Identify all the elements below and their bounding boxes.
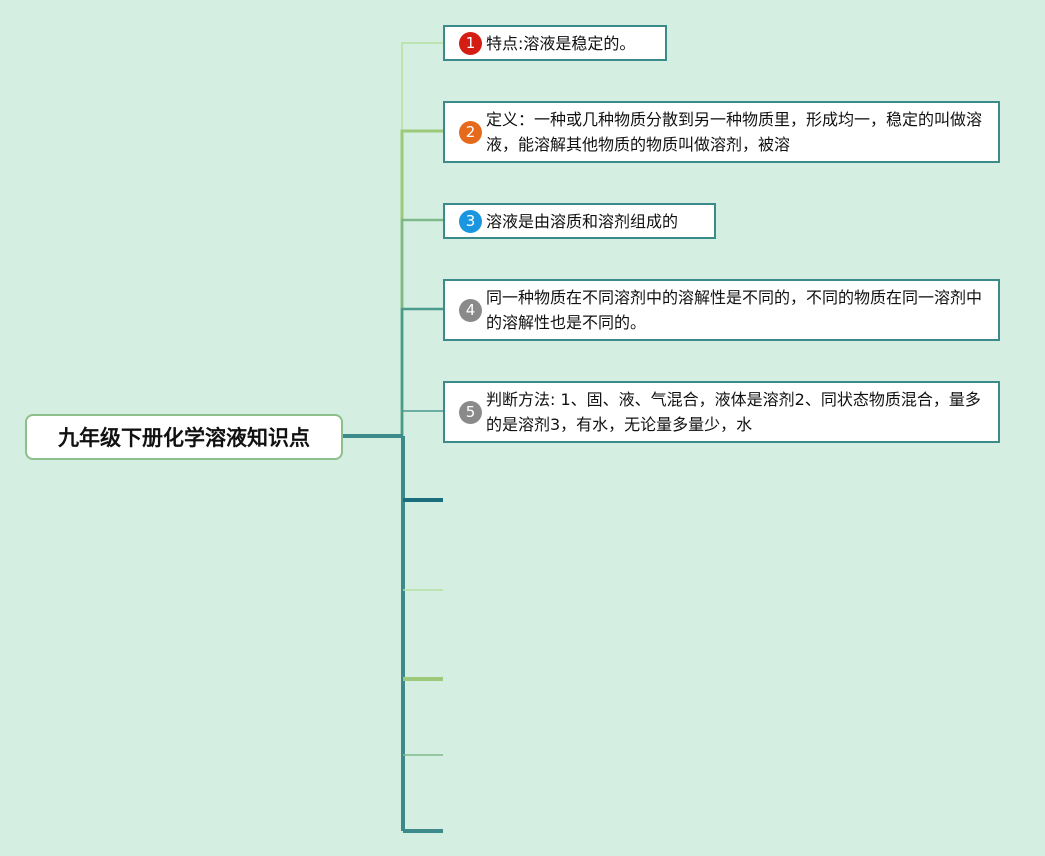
root-topic-label: 九年级下册化学溶液知识点 xyxy=(58,426,310,450)
topic-node-5[interactable]: 5 判断方法: 1、固、液、气混合，液体是溶剂2、同状态物质混合，量多的是溶剂3… xyxy=(443,381,1000,443)
topic-node-text: 特点:溶液是稳定的。 xyxy=(486,33,636,53)
topic-node-2[interactable]: 2 定义：一种或几种物质分散到另一种物质里，形成均一，稳定的叫做溶液，能溶解其他… xyxy=(443,101,1000,163)
topic-node-text: 溶液是由溶质和溶剂组成的 xyxy=(486,211,679,231)
topic-node-text: 判断方法: 1、固、液、气混合，液体是溶剂2、同状态物质混合，量多的是溶剂3，有… xyxy=(486,390,981,434)
number-badge-icon: 4 xyxy=(459,298,482,322)
topic-node-text: 定义：一种或几种物质分散到另一种物质里，形成均一，稳定的叫做溶液，能溶解其他物质… xyxy=(486,110,983,154)
connector-node-1 xyxy=(401,42,443,436)
connector-node-2 xyxy=(400,129,443,436)
topic-node-1[interactable]: 1 特点:溶液是稳定的。 xyxy=(443,25,667,61)
connector-node-5 xyxy=(401,410,443,436)
topic-node-3[interactable]: 3 溶液是由溶质和溶剂组成的 xyxy=(443,203,716,239)
number-badge-icon: 3 xyxy=(459,209,482,233)
topic-node-4[interactable]: 4 同一种物质在不同溶剂中的溶解性是不同的，不同的物质在同一溶剂中的溶解性也是不… xyxy=(443,279,1000,341)
number-badge-icon: 2 xyxy=(459,120,482,144)
topic-node-text: 同一种物质在不同溶剂中的溶解性是不同的，不同的物质在同一溶剂中的溶解性也是不同的… xyxy=(486,288,983,332)
connector-node-4 xyxy=(400,307,443,436)
number-badge-icon: 1 xyxy=(459,31,482,55)
connector-node-3 xyxy=(400,218,443,436)
root-topic[interactable]: 九年级下册化学溶液知识点 xyxy=(25,414,343,460)
number-badge-icon: 5 xyxy=(459,400,482,424)
